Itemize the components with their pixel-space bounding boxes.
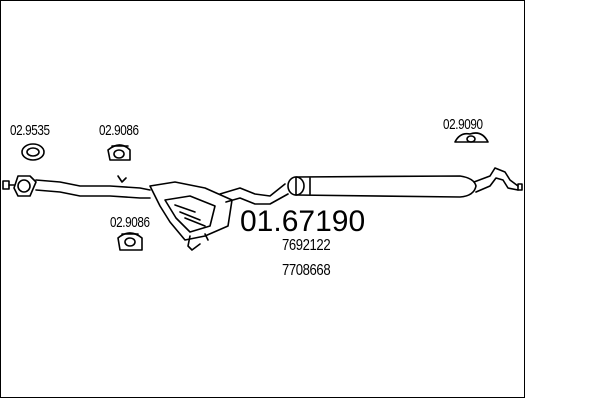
rubber-mount-rear <box>454 132 489 143</box>
label-gasket: 02.9535 <box>10 122 50 139</box>
label-rubber-mount-top: 02.9086 <box>99 122 139 139</box>
front-pipe <box>35 179 151 191</box>
rubber-mount-top <box>107 144 131 161</box>
label-rubber-mount-bottom: 02.9086 <box>110 214 150 231</box>
middle-silencer <box>149 181 233 251</box>
tail-pipe <box>473 167 519 187</box>
rear-silencer <box>287 175 477 198</box>
gasket-ring <box>21 143 45 161</box>
mid-pipe <box>219 183 286 197</box>
label-rubber-mount-rear: 02.9090 <box>443 116 483 133</box>
reference-number-2: 7708668 <box>282 262 331 279</box>
diagram-frame <box>0 0 525 398</box>
rubber-mount-bottom <box>117 232 143 251</box>
reference-number-1: 7692122 <box>282 237 331 254</box>
main-part-code: 01.67190 <box>240 205 366 238</box>
front-flange <box>2 175 37 197</box>
